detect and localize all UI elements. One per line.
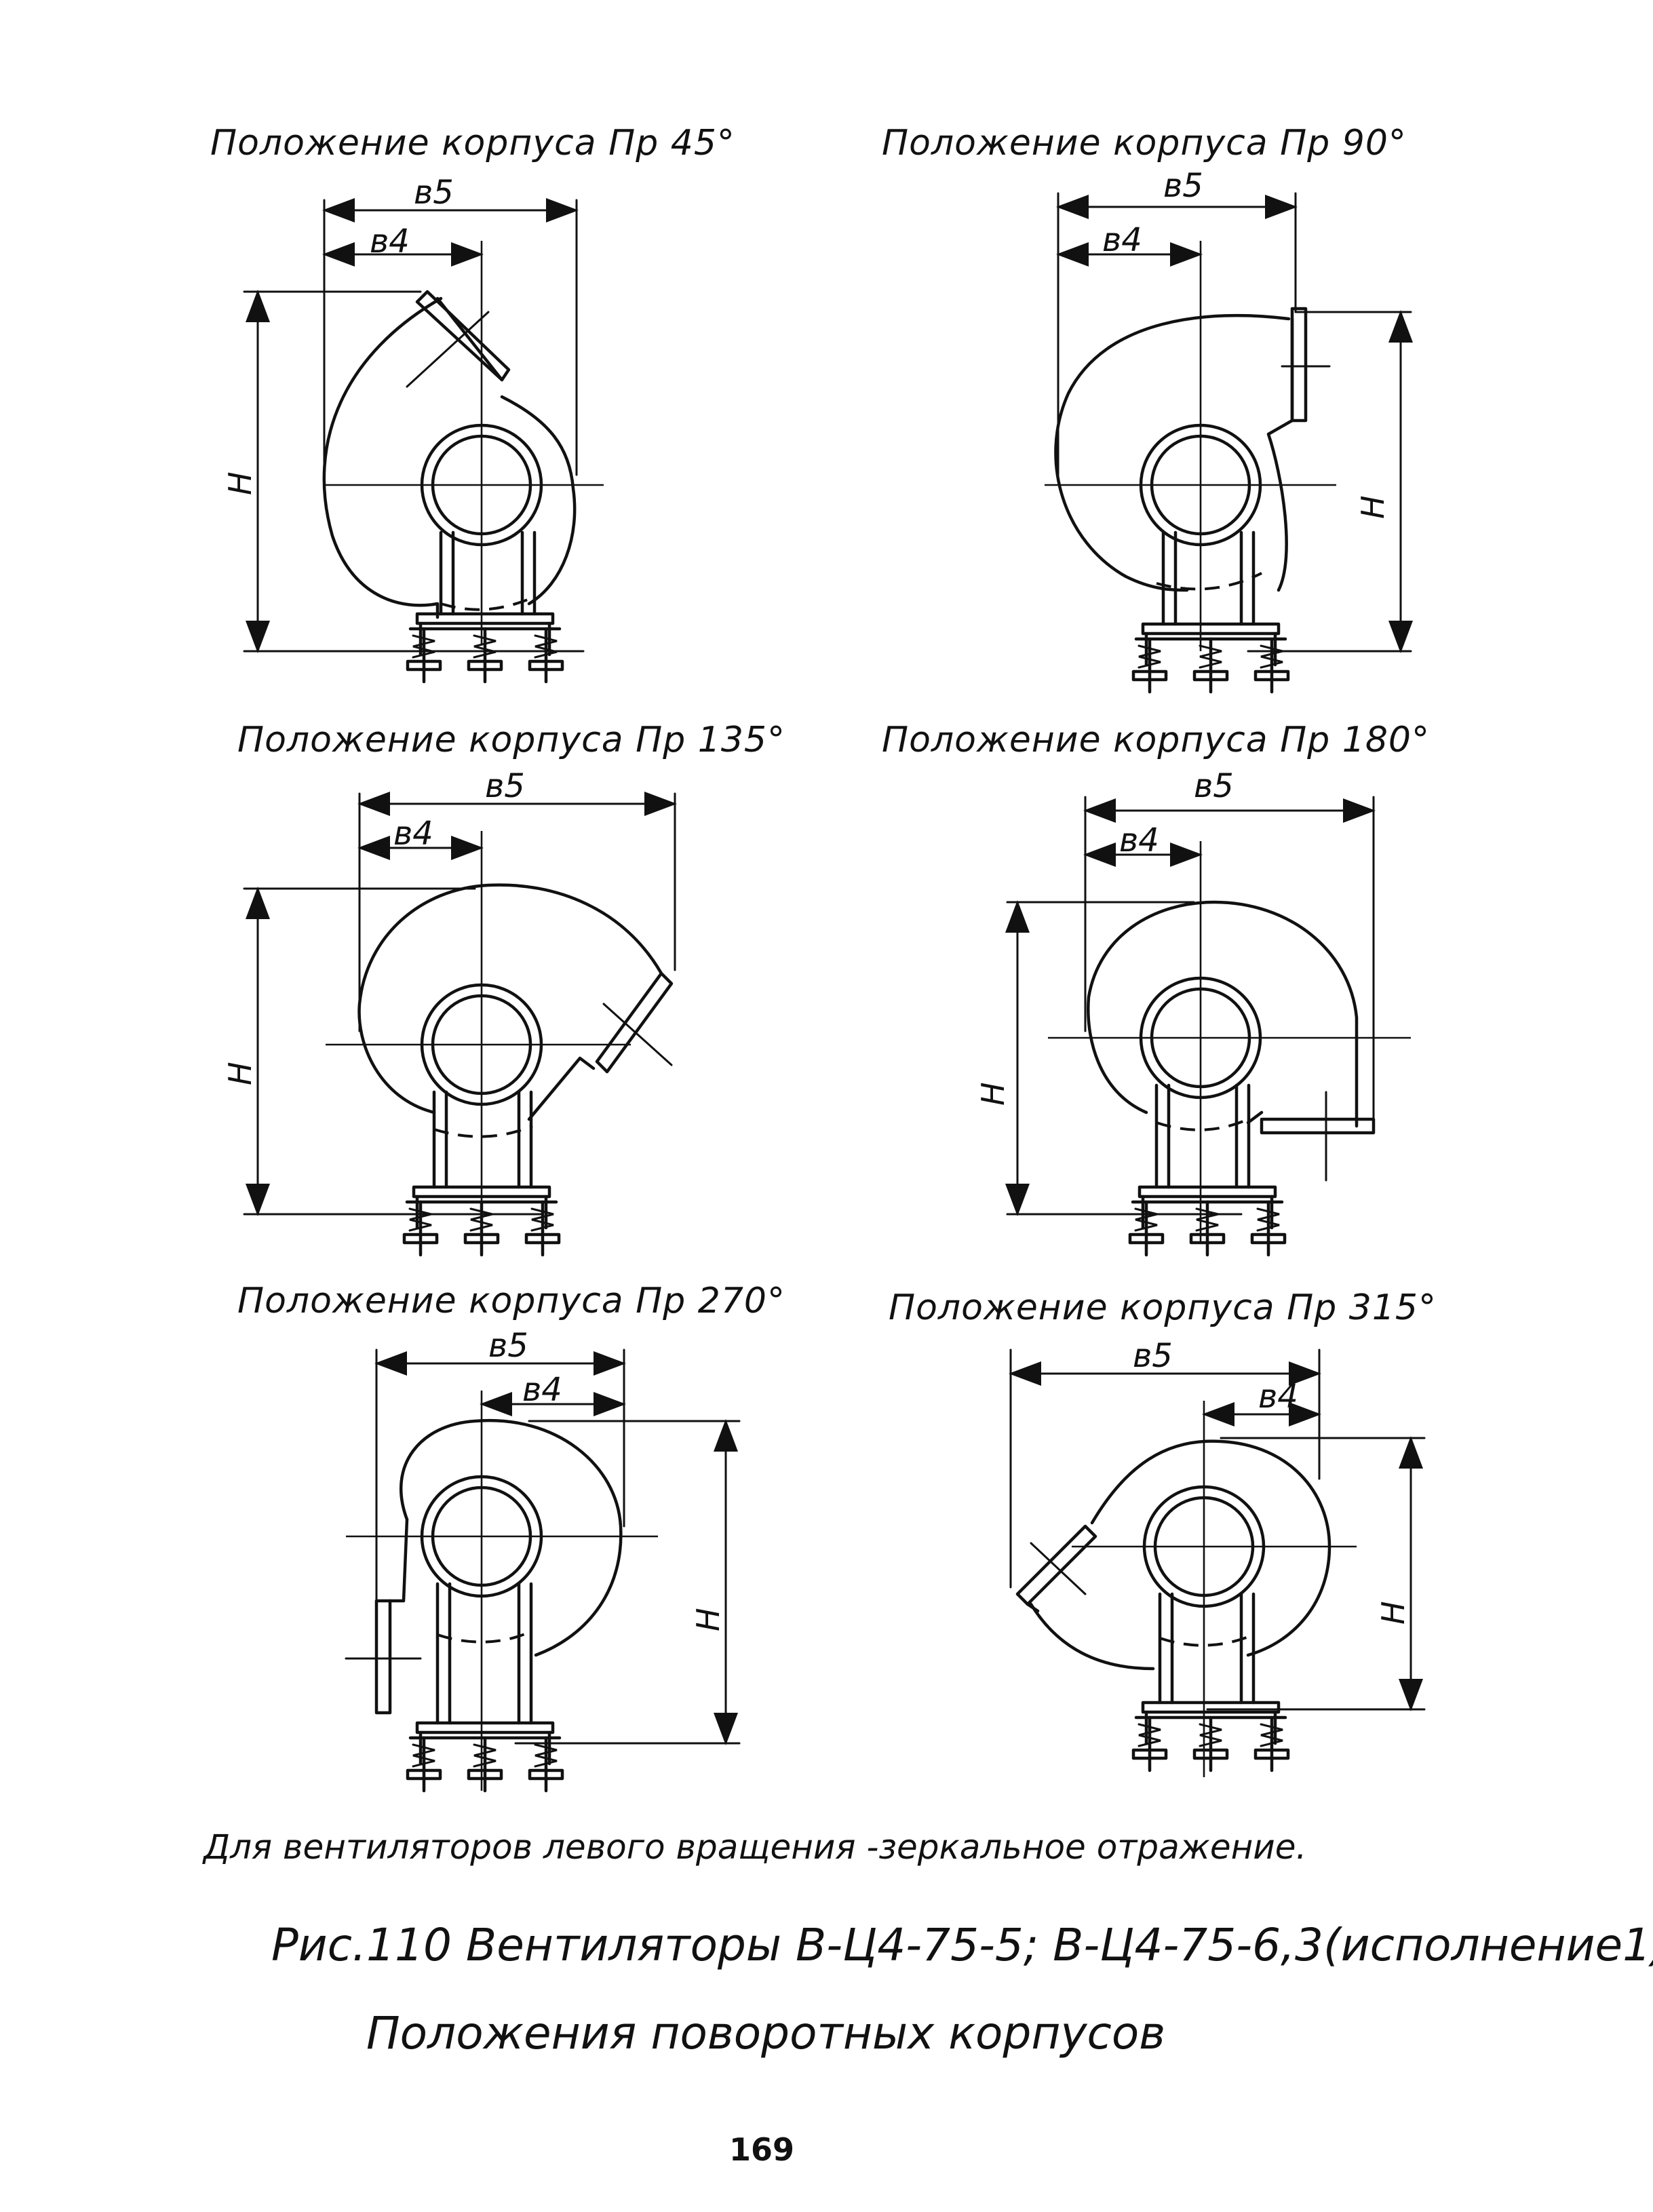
dim-b5-label: в5 (488, 1327, 528, 1365)
dim-b5-label: в5 (485, 767, 525, 805)
dim-h-label: Н (222, 471, 258, 495)
panel-title: Положение корпуса Пр 315° (889, 1287, 1437, 1328)
panel-45: Положение корпуса Пр 45° в5 в4 Н (210, 123, 735, 682)
dim-h-label: Н (975, 1082, 1011, 1106)
panel-title: Положение корпуса Пр 270° (237, 1281, 785, 1321)
panel-title: Положение корпуса Пр 180° (882, 720, 1430, 760)
dim-b5-label: в5 (1194, 767, 1234, 805)
dim-h-label: Н (1355, 495, 1391, 519)
panel-title: Положение корпуса Пр 90° (882, 123, 1407, 163)
panel-title: Положение корпуса Пр 135° (237, 720, 785, 760)
dim-b5-label: в5 (1163, 167, 1203, 205)
panel-135: Положение корпуса Пр 135° в5 в4 Н (222, 720, 785, 1255)
dim-h-label: Н (1375, 1601, 1412, 1625)
dim-b5-label: в5 (1133, 1337, 1173, 1375)
dim-h-label: Н (690, 1608, 726, 1631)
page-number: 169 (729, 2131, 794, 2168)
dim-b4-label: в4 (1258, 1378, 1298, 1416)
panel-180: Положение корпуса Пр 180° в5 в4 Н (882, 720, 1430, 1255)
mirror-note: Для вентиляторов левого вращения -зеркал… (202, 1827, 1306, 1867)
figure-caption-line1: Рис.110 Вентиляторы В-Ц4-75-5; В-Ц4-75-6… (271, 1919, 1653, 1971)
figure-caption-line2: Положения поворотных корпусов (366, 2007, 1165, 2059)
panel-90: Положение корпуса Пр 90° в5 в4 Н (882, 123, 1413, 692)
dim-b5-label: в5 (414, 174, 454, 212)
panel-315: Положение корпуса Пр 315° в5 в4 Н (889, 1287, 1437, 1777)
panel-270: Положение корпуса Пр 270° в5 в4 Н (237, 1281, 785, 1791)
dim-h-label: Н (222, 1062, 258, 1085)
panel-title: Положение корпуса Пр 45° (210, 123, 735, 163)
